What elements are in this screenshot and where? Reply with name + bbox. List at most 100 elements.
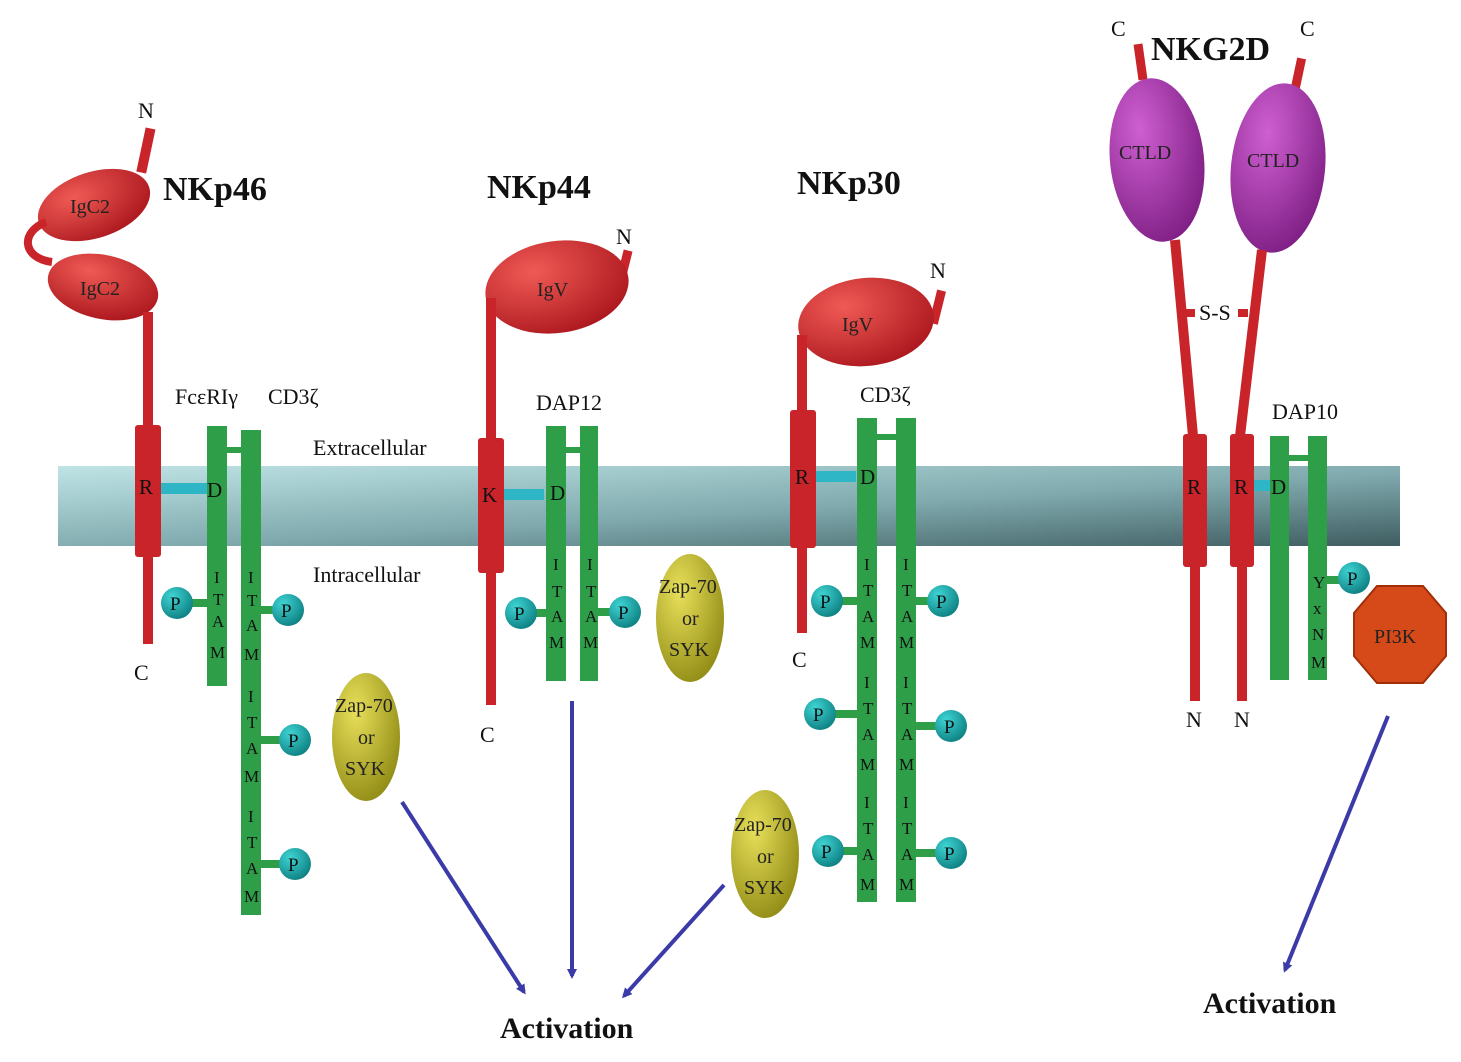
cd3z1-itam3-m: M — [244, 887, 259, 906]
cd3z2-pr-link-1 — [916, 597, 934, 605]
cd3z1-itam3-i: I — [248, 807, 254, 826]
nkp44-stalk — [486, 298, 496, 443]
fcer1g-adaptor: FcεRIγ D I T A M P — [161, 384, 238, 686]
cd3z2-pl-label-3: P — [821, 842, 832, 863]
cd3z2-b-itam2-m: M — [899, 755, 914, 774]
pi3k-kinase: PI3K — [1353, 585, 1447, 684]
cd3z-adaptor-nkp46: CD3ζ I T A M I T A M I T A M P P P — [241, 384, 319, 915]
dap12-phospho-2 — [609, 596, 641, 628]
nkp46-igc2-label-2: IgC2 — [80, 278, 120, 300]
nkp30-tail — [797, 547, 807, 633]
cd3z1-itam2-t: T — [247, 713, 258, 732]
zap70-3-line1: Zap-70 — [734, 814, 792, 836]
cd3z2-b-itam2-i: I — [903, 673, 909, 692]
dap12-label: DAP12 — [536, 390, 602, 415]
dap10-chain-2 — [1308, 436, 1327, 680]
fcer1g-aspartate: D — [207, 478, 222, 502]
dap12-aspartate: D — [550, 481, 565, 505]
arrow-zap70-3-to-activation — [621, 883, 726, 999]
cd3z2-a-itam3-a: A — [862, 845, 875, 864]
nkg2d-receptor: NKG2D C C CTLD CTLD S-S R R N N — [1109, 16, 1326, 732]
nkp30-igv-domain — [798, 277, 934, 367]
cd3z1-phospho-link-1 — [261, 606, 277, 614]
nkp30-transmembrane — [790, 410, 816, 548]
nkp46-salt-bridge — [161, 483, 207, 494]
cd3z2-pr-link-2 — [916, 722, 938, 730]
pi3k-label: PI3K — [1374, 626, 1417, 648]
dap12-b-itam-t: T — [586, 582, 597, 601]
cd3z2-b-itam1-t: T — [902, 581, 913, 600]
nkp46-residue: R — [139, 475, 153, 499]
dap12-b-itam-a: A — [585, 607, 598, 626]
cd3z2-a-itam1-t: T — [863, 581, 874, 600]
zap70-3-line2: or — [757, 846, 774, 868]
cd3z2-pl-link-1 — [840, 597, 858, 605]
zap70-2-line1: Zap-70 — [659, 576, 717, 598]
zap70-kinase-2: Zap-70 or SYK — [656, 554, 724, 682]
nkg2d-ctld-left — [1109, 78, 1205, 242]
cd3z1-itam1-m: M — [244, 645, 259, 664]
dap10-yxnm-n: N — [1312, 625, 1324, 644]
fcer1g-itam-a: A — [212, 612, 225, 631]
nkp44-c-terminus: C — [480, 722, 495, 747]
cd3z2-pr-link-3 — [916, 849, 938, 857]
nkg2d-transmembrane-left — [1183, 434, 1207, 567]
fcer1g-phospho-label: P — [170, 594, 181, 615]
cd3z1-itam2-i: I — [248, 687, 254, 706]
nkg2d-n-terminus-left: N — [1186, 707, 1202, 732]
cd3z2-pl-link-3 — [840, 847, 858, 855]
nkp30-n-terminus: N — [930, 258, 946, 283]
cd3z-chain-1 — [241, 430, 261, 915]
cd3z2-a-itam2-a: A — [862, 725, 875, 744]
nkp46-domain-linker — [24, 218, 53, 266]
cd3z1-itam1-i: I — [248, 568, 254, 587]
dap10-adaptor: DAP10 D Y x N M P — [1270, 399, 1370, 680]
cd3z2-b-itam1-i: I — [903, 555, 909, 574]
nkp30-igv-label: IgV — [842, 314, 874, 336]
fcer1g-itam-i: I — [214, 568, 220, 587]
nkg2d-ctld-label-left: CTLD — [1119, 142, 1171, 164]
dap12-a-itam-a: A — [551, 607, 564, 626]
dap12-phospho-label-2: P — [618, 603, 629, 624]
nkg2d-stalk-right — [1235, 249, 1267, 437]
fcer1g-label: FcεRIγ — [175, 384, 238, 409]
nkp46-receptor: NKp46 N IgC2 IgC2 R C — [24, 98, 267, 685]
nkg2d-c-stalk-right — [1290, 57, 1307, 89]
cd3z2-a-itam3-t: T — [863, 819, 874, 838]
cd3z2-pl-1 — [811, 585, 843, 617]
cd3z-adaptor-nkp30: CD3ζ D I T A M I T A M I T A M I T A M I… — [804, 382, 967, 902]
cd3z1-itam1-a: A — [246, 616, 259, 635]
nkp46-igc2-domain-2 — [47, 253, 159, 321]
cd3z1-phospho-1 — [272, 594, 304, 626]
cd3z1-phospho-label-2: P — [288, 731, 299, 752]
nkp46-igc2-domain-1 — [37, 168, 151, 242]
nkp30-receptor: NKp30 N IgV R C — [790, 165, 946, 672]
dap10-phospho-link — [1327, 576, 1341, 584]
nkp44-residue: K — [482, 483, 497, 507]
zap70-1-line2: or — [358, 727, 375, 749]
zap70-1-line3: SYK — [345, 758, 386, 780]
nkp44-title: NKp44 — [487, 169, 591, 206]
dap12-adaptor: DAP12 D I T A M I T A M P P — [505, 390, 641, 681]
fcer1g-phospho — [161, 587, 193, 619]
fcer1g-cd3z-link — [227, 447, 241, 453]
dap10-phospho-label: P — [1347, 569, 1358, 590]
dap10-yxnm-x: x — [1313, 599, 1322, 618]
nkp44-receptor: NKp44 N IgV K C — [478, 169, 633, 747]
nkp30-residue: R — [795, 465, 809, 489]
cd3z2-b-itam3-t: T — [902, 819, 913, 838]
dap12-b-itam-m: M — [583, 633, 598, 652]
cd3z1-itam3-t: T — [247, 833, 258, 852]
nkp46-transmembrane — [135, 425, 161, 557]
nkg2d-c-stalk-left — [1133, 43, 1148, 81]
dap12-chain-1 — [546, 426, 566, 681]
dap12-phospho-link-2 — [598, 608, 614, 616]
zap70-3-body — [731, 790, 799, 918]
dap10-label: DAP10 — [1272, 399, 1338, 424]
cd3z2-a-itam2-m: M — [860, 755, 875, 774]
dap10-yxnm-m: M — [1311, 653, 1326, 672]
dap12-dimer-link — [566, 447, 580, 453]
nkp44-igv-label: IgV — [537, 279, 569, 301]
zap70-2-line3: SYK — [669, 639, 710, 661]
